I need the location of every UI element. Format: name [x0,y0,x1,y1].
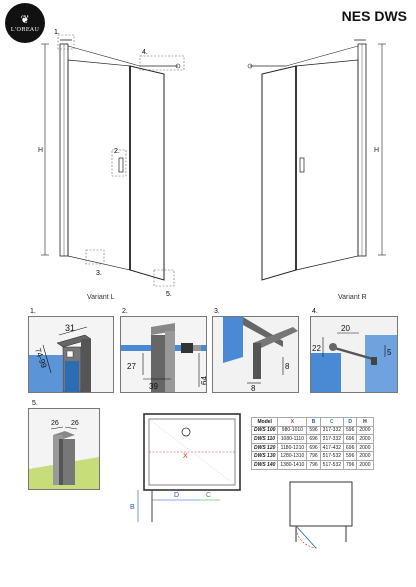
small-plan-view [289,481,353,549]
col-header-c: C [319,417,345,427]
dim-8-bottom: 8 [251,384,256,392]
cell-b: 696 [306,442,321,453]
table-row: DWS 130 1280-1310 796 517-532 596 2000 [250,451,374,461]
models-table: Model X B C D H DWS 100 980-1010 596 317… [250,417,374,470]
dim-8-right: 8 [285,362,290,371]
col-header-x: X [277,417,308,427]
table-row: DWS 100 980-1010 596 317-332 596 2000 [250,425,374,436]
cell-d: 596 [343,451,358,461]
table-row: DWS 120 1180-1210 696 417-432 696 2000 [250,442,374,453]
callout-1-left: 1. [54,29,60,36]
dim-39: 39 [149,382,158,391]
dim-5: 5 [387,348,392,357]
cell-x: 1280-1310 [277,451,308,461]
detail-2-number: 2. [122,308,128,315]
brand-name: L'OREAU [10,26,40,33]
cell-b: 696 [306,434,321,444]
col-header-model: Model [250,417,279,427]
cell-h: 2000 [356,459,374,470]
dim-64: 64 [200,376,206,385]
plan-label-b: B [130,504,135,511]
detail-1-number: 1. [30,308,36,315]
cell-model: DWS 140 [250,459,279,470]
cell-x: 1080-1110 [277,434,308,444]
cell-c: 517-532 [319,459,345,470]
cell-d: 596 [343,425,358,436]
cell-model: DWS 130 [250,451,279,461]
cell-model: DWS 100 [250,425,279,436]
col-header-d: D [343,417,358,427]
cell-h: 2000 [356,434,374,444]
cell-x: 1380-1410 [277,459,308,470]
callout-4-left: 4. [142,49,148,56]
dim-26-left: 26 [51,420,59,427]
cell-d: 696 [343,442,358,453]
plan-label-d: D [174,492,179,499]
cell-c: 317-332 [319,434,345,444]
callout-3-left: 3. [96,270,102,277]
detail-panel-5: 26 26 [28,408,100,490]
cell-model: DWS 120 [250,442,279,453]
variant-right-drawing [247,39,386,281]
cell-model: DWS 110 [250,434,279,444]
cell-h: 2000 [356,451,374,461]
height-label-right: H [374,147,379,154]
cell-x: 1180-1210 [277,442,308,453]
col-header-h: H [356,417,374,427]
cell-c: 417-432 [319,442,345,453]
cell-b: 596 [306,425,321,436]
detail-panel-3: 8 8 [212,316,299,393]
cell-h: 2000 [356,425,374,436]
dim-22: 22 [312,344,321,353]
height-label-left: H [38,147,43,154]
detail-panel-1: 31 74-99 [28,316,114,393]
detail-4-number: 4. [312,308,318,315]
cell-b: 796 [306,451,321,461]
detail-panel-2: 27 39 64 [120,316,207,393]
plan-label-x: X [183,453,188,460]
dim-20: 20 [341,324,350,333]
cell-d: 696 [343,434,358,444]
table-header-row: Model X B C D H [250,417,374,427]
col-header-b: B [306,417,321,427]
cell-c: 517-532 [319,451,345,461]
brand-logo: ❦ L'OREAU [5,3,45,43]
cell-x: 980-1010 [277,425,308,436]
variant-left-label: Variant L [87,294,115,301]
page-title: NES DWS [341,8,407,24]
cell-c: 317-332 [319,425,345,436]
callout-5-left: 5. [166,291,172,298]
cell-h: 2000 [356,442,374,453]
cell-b: 796 [306,459,321,470]
leaf-icon: ❦ [20,12,30,26]
plan-view: X B D C [130,413,241,522]
variant-right-label: Variant R [338,294,367,301]
cell-d: 796 [343,459,358,470]
detail-3-number: 3. [214,308,220,315]
dim-31: 31 [65,323,75,333]
variant-left-drawing [41,39,181,281]
main-views: 1. 4. 2. 3. 5. H H [38,29,386,298]
plan-label-c: C [206,492,211,499]
table-row: DWS 140 1380-1410 796 517-532 796 2000 [250,459,374,470]
detail-panel-4: 20 22 5 [310,316,398,393]
dim-26-right: 26 [71,420,79,427]
dim-27: 27 [127,362,136,371]
table-row: DWS 110 1080-1110 696 317-332 696 2000 [250,434,374,444]
detail-5-number: 5. [32,400,38,407]
callout-2-left: 2. [114,148,120,155]
